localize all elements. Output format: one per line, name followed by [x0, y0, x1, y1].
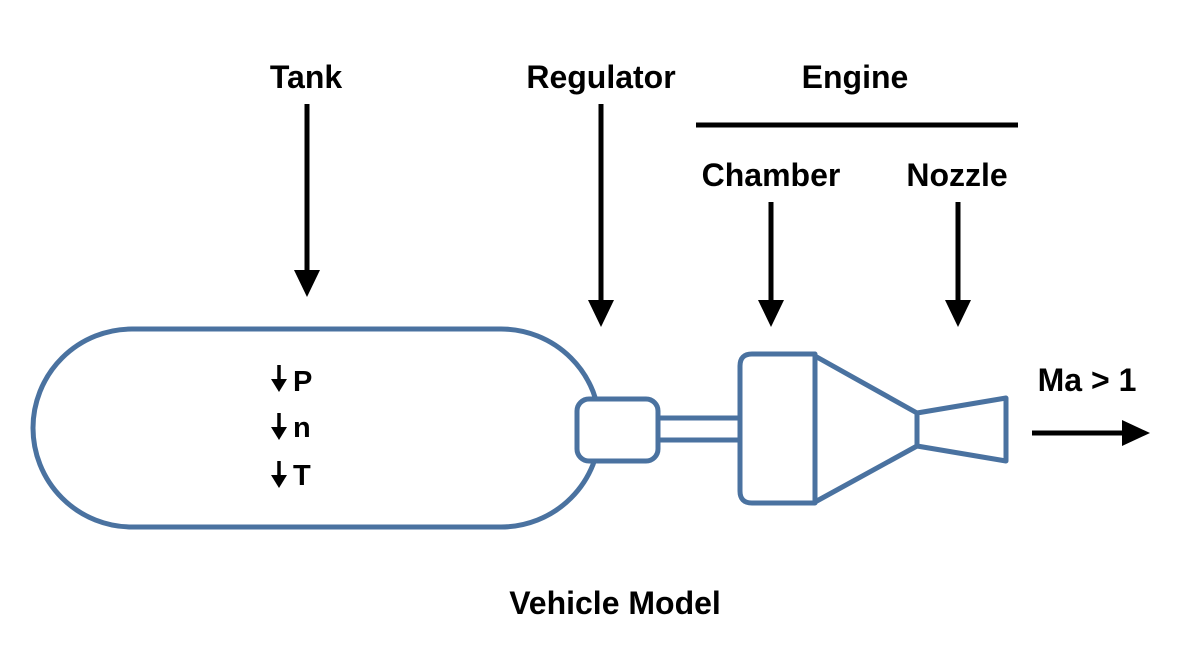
decrease-arrow-down-small-icon: [271, 461, 287, 488]
nozzle-label: Nozzle: [906, 157, 1007, 193]
diagram-caption: Vehicle Model: [509, 585, 721, 621]
mach-label: Ma > 1: [1038, 362, 1137, 398]
chamber-pointer-arrow-down-icon: [758, 202, 784, 327]
chamber-label: Chamber: [702, 157, 841, 193]
tank-variable-temperature: T: [271, 460, 311, 492]
tank-shape: [30, 326, 603, 530]
exhaust-arrow-right-icon: [1032, 420, 1150, 446]
pressure-symbol: P: [293, 366, 312, 398]
moles-symbol: n: [293, 412, 311, 444]
nozzle-pointer-arrow-down-icon: [945, 202, 971, 327]
regulator-shape: [574, 396, 661, 464]
decrease-arrow-down-small-icon: [271, 365, 287, 392]
regulator-label: Regulator: [526, 59, 675, 95]
engine-label: Engine: [802, 59, 909, 95]
temperature-symbol: T: [293, 460, 311, 492]
decrease-arrow-down-small-icon: [271, 413, 287, 440]
tank-variable-moles: n: [271, 412, 311, 444]
nozzle-diverging-section: [914, 395, 1009, 464]
tank-label: Tank: [270, 59, 343, 95]
feed-pipe: [653, 415, 743, 443]
tank-pointer-arrow-down-icon: [294, 104, 320, 297]
nozzle-converging-section: [812, 353, 920, 505]
regulator-pointer-arrow-down-icon: [588, 104, 614, 327]
chamber-shape: [737, 351, 818, 506]
tank-variable-pressure: P: [271, 365, 312, 398]
